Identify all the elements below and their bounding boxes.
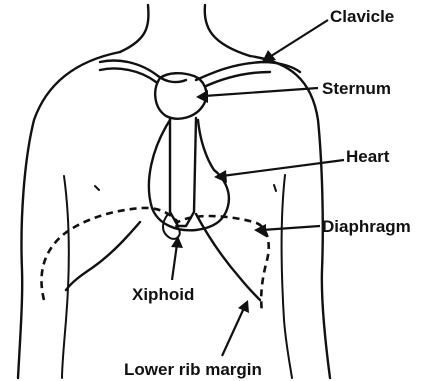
right-nipple-mark	[274, 185, 276, 191]
clavicle-leader-line	[268, 20, 328, 58]
neck-left-line	[120, 5, 148, 52]
neck-right-line	[205, 5, 250, 56]
label-clavicle: Clavicle	[330, 7, 394, 26]
sternum-arrowhead	[196, 90, 208, 103]
diaphragm-leader-line	[262, 226, 320, 230]
left-shoulder-arm-outline	[18, 52, 120, 378]
right-clavicle	[196, 62, 300, 80]
left-armpit-line	[62, 176, 69, 378]
left-lower-rib-margin	[66, 222, 140, 290]
label-sternum: Sternum	[322, 79, 391, 98]
left-nipple-mark	[95, 186, 99, 190]
right-armpit-line	[282, 175, 293, 378]
label-lower-rib-margin: Lower rib margin	[124, 360, 262, 379]
xiphoid-arrowhead	[171, 236, 183, 248]
xiphoid-leader-line	[172, 244, 177, 280]
label-diaphragm: Diaphragm	[322, 217, 411, 236]
heart-leader-line	[222, 160, 344, 176]
right-shoulder-arm-outline	[250, 56, 330, 378]
sternum-leader-line	[204, 88, 318, 96]
right-clavicle-lower-edge	[206, 72, 270, 86]
left-clavicle	[100, 61, 186, 83]
torso-outline	[18, 5, 330, 378]
lower-rib-margin-leader-line	[222, 308, 244, 356]
clavicle-arrowhead	[262, 50, 276, 62]
clavicles	[100, 61, 300, 86]
label-xiphoid: Xiphoid	[132, 285, 194, 304]
heart-outline	[149, 120, 229, 230]
sternum-body-right-edge	[194, 118, 196, 212]
leader-lines	[171, 20, 344, 356]
label-heart: Heart	[346, 147, 390, 166]
